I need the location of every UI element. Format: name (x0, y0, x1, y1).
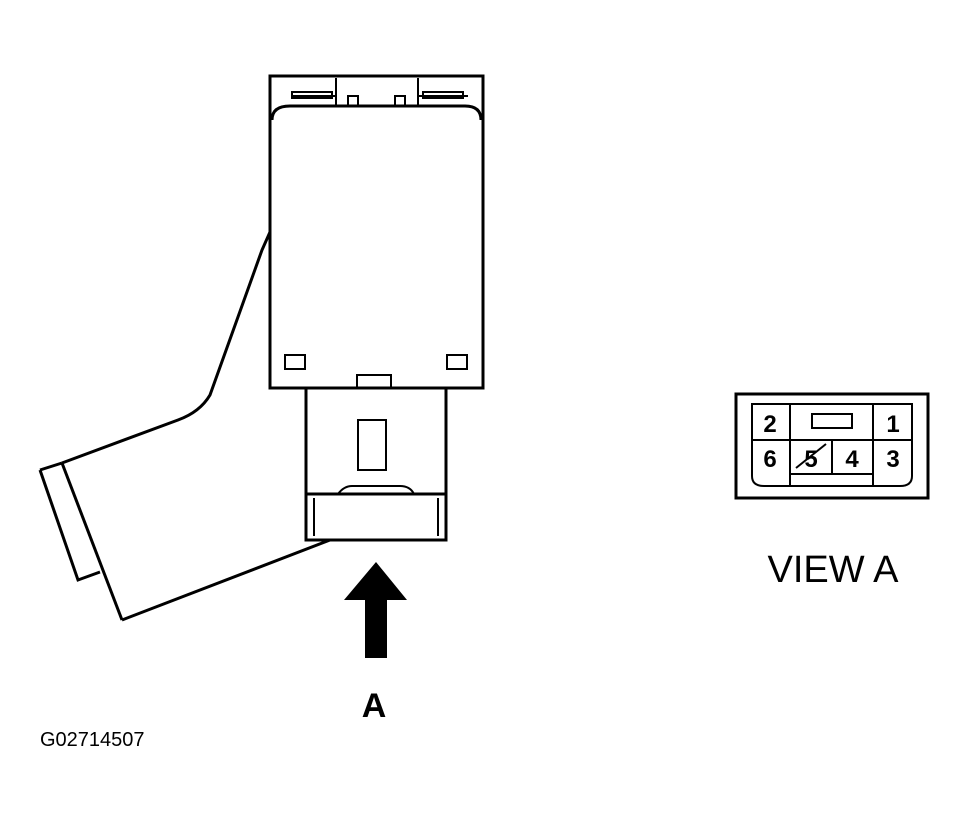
view-arrow (344, 562, 407, 658)
arrow-label: A (362, 687, 387, 725)
connector-housing (268, 74, 485, 390)
view-a-face (734, 392, 930, 500)
pin-6: 6 (763, 446, 776, 473)
connector-plug (304, 388, 448, 542)
pin-4: 4 (845, 446, 859, 473)
pin-3: 3 (886, 446, 899, 473)
pin-1: 1 (886, 411, 899, 438)
cable-boot (38, 231, 331, 622)
pin-5: 5 (804, 446, 817, 473)
figure-code: G02714507 (40, 729, 145, 751)
pin-2: 2 (763, 411, 776, 438)
view-label: VIEW A (768, 549, 900, 591)
